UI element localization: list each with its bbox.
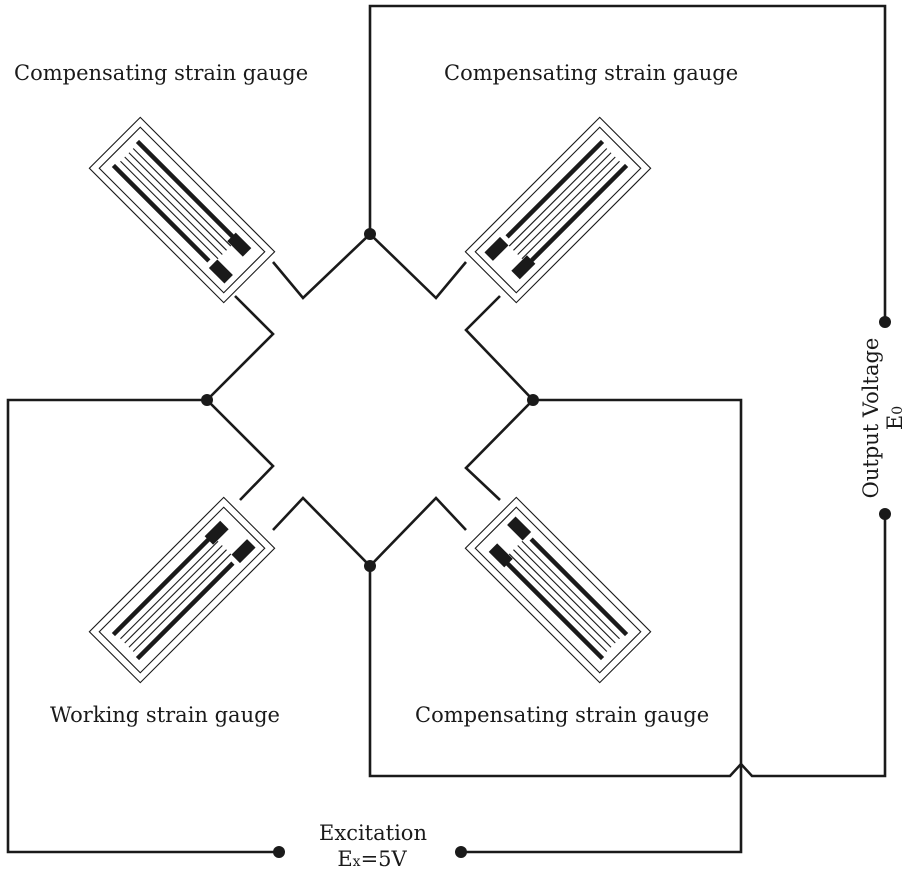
excitation-terminal-left [273, 846, 285, 858]
label-compensating-gauge-top-left: Compensating strain gauge [14, 61, 308, 85]
compensating-strain-gauge-top-left [89, 117, 274, 302]
node-left [201, 394, 213, 406]
output-voltage-symbol: E0 [883, 406, 907, 430]
label-excitation-value: Ex=5V [337, 847, 407, 871]
node-top [364, 228, 376, 240]
output-wire-top [368, 4, 887, 322]
bridge-arm-bottom-right [464, 399, 534, 501]
excitation-terminal-right [455, 846, 467, 858]
compensating-strain-gauge-top-right [465, 117, 650, 302]
output-terminal-bottom [879, 508, 891, 520]
bridge-arm-bottom [272, 496, 467, 568]
excitation-wire-left [6, 398, 279, 854]
bridge-arm-top-left [206, 295, 275, 401]
label-excitation: Excitation [319, 821, 427, 845]
output-voltage-text: Output Voltage [859, 338, 883, 499]
bridge-arm-bottom-left [206, 399, 275, 501]
label-compensating-gauge-top-right: Compensating strain gauge [444, 61, 738, 85]
label-output-voltage: Output Voltage E0 [859, 338, 907, 499]
bridge-arm-top [272, 232, 467, 300]
output-terminal-top [879, 316, 891, 328]
node-right [527, 394, 539, 406]
bridge-arm-top-right [464, 295, 534, 401]
compensating-strain-gauge-bottom-right [465, 497, 650, 682]
node-bottom [364, 560, 376, 572]
working-strain-gauge-bottom-left [89, 497, 274, 682]
label-compensating-gauge-bottom-right: Compensating strain gauge [415, 703, 709, 727]
excitation-wire-right [461, 398, 743, 854]
label-working-gauge: Working strain gauge [50, 703, 280, 727]
